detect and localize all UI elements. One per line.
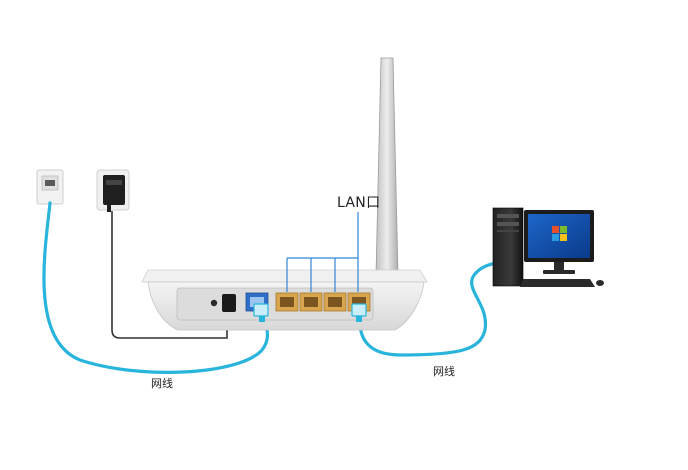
cable-right — [358, 260, 512, 357]
wan-plug — [253, 303, 269, 322]
lan-callout-lines — [286, 212, 359, 292]
lan-plug — [351, 303, 367, 322]
cable-label-left: 网线 — [151, 377, 173, 390]
router-icon — [141, 57, 428, 331]
lan-port-label: LAN口 — [337, 195, 381, 211]
power-cord — [111, 211, 228, 339]
power-adapter-icon — [96, 169, 130, 212]
cable-left — [42, 201, 270, 374]
wall-socket-icon — [36, 169, 64, 205]
computer-icon — [492, 207, 604, 287]
cable-label-right: 网线 — [433, 365, 455, 378]
